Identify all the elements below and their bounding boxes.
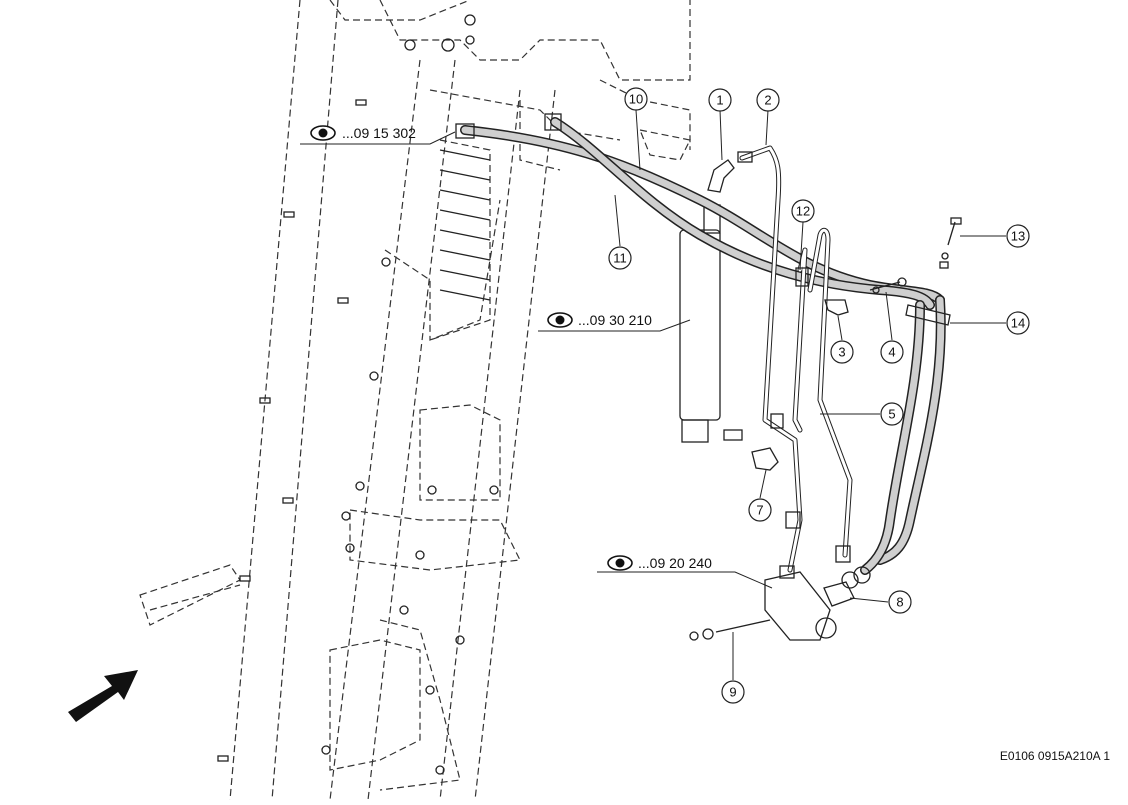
callout-8: 8 — [888, 590, 912, 614]
callout-4: 4 — [880, 340, 904, 364]
callout-2: 2 — [756, 88, 780, 112]
pipe-2 — [739, 145, 803, 573]
callout-7: 7 — [748, 498, 772, 522]
svg-text:14: 14 — [1011, 316, 1025, 331]
svg-text:1: 1 — [716, 93, 723, 108]
hose-11 — [550, 117, 935, 310]
callout-1: 1 — [708, 88, 732, 112]
svg-text:7: 7 — [756, 503, 763, 518]
svg-text:5: 5 — [888, 407, 895, 422]
pipe-12 — [792, 247, 808, 433]
callout-9: 9 — [721, 680, 745, 704]
svg-text:3: 3 — [838, 345, 845, 360]
svg-text:...09 20 240: ...09 20 240 — [638, 555, 712, 571]
pipe-5 — [807, 227, 853, 558]
svg-text:...09 15 302: ...09 15 302 — [342, 125, 416, 141]
svg-text:4: 4 — [888, 345, 895, 360]
callouts: 1 2 3 4 5 7 8 9 — [608, 87, 1030, 704]
reference-c: ...09 20 240 — [607, 555, 712, 571]
hose-10 — [460, 125, 945, 305]
svg-text:2: 2 — [764, 93, 771, 108]
hose-14-b — [860, 300, 925, 575]
callout-13: 13 — [1006, 224, 1030, 248]
svg-text:12: 12 — [796, 204, 810, 219]
callout-5: 5 — [880, 402, 904, 426]
callout-14: 14 — [1006, 311, 1030, 335]
callout-12: 12 — [791, 199, 815, 223]
eye-icon — [607, 555, 633, 571]
svg-text:...09 30 210: ...09 30 210 — [578, 312, 652, 328]
svg-text:13: 13 — [1011, 229, 1025, 244]
eye-icon — [310, 125, 336, 141]
reference-b: ...09 30 210 — [547, 312, 652, 328]
svg-text:10: 10 — [629, 92, 643, 107]
arrow-icon — [68, 670, 138, 722]
svg-text:8: 8 — [896, 595, 903, 610]
leader-lines — [300, 109, 1006, 680]
callout-3: 3 — [830, 340, 854, 364]
drawing-code: E0106 0915A210A 1 — [1000, 749, 1110, 763]
machine-frame — [139, 0, 691, 801]
callout-10: 10 — [624, 87, 648, 111]
hose-14-a — [875, 295, 946, 565]
reference-a: ...09 15 302 — [310, 125, 416, 141]
callout-11: 11 — [608, 246, 632, 270]
eye-icon — [547, 312, 573, 328]
svg-text:11: 11 — [613, 251, 627, 266]
svg-text:9: 9 — [729, 685, 736, 700]
